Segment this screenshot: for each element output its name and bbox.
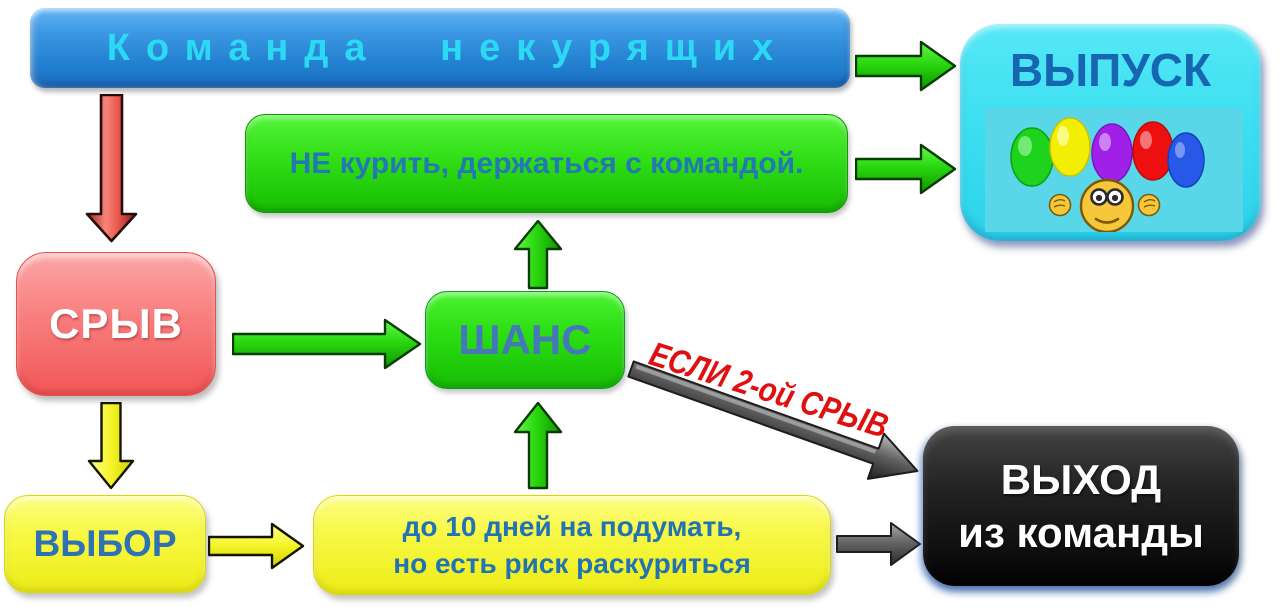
arrow-choice-to-think bbox=[208, 522, 305, 570]
exit-box-line2: из команды bbox=[958, 509, 1204, 556]
balloons-smiley-icon bbox=[1010, 117, 1205, 234]
think-box-line2: но есть риск раскуриться bbox=[393, 548, 751, 579]
think-box: до 10 дней на подумать, но есть риск рас… bbox=[313, 495, 831, 595]
balloon-purple-icon bbox=[1091, 123, 1133, 183]
arrow-think-to-exit bbox=[836, 522, 921, 566]
balloon-red-icon bbox=[1132, 121, 1174, 181]
arrow-relapse-to-chance bbox=[232, 318, 422, 370]
arrow-team-to-graduation bbox=[855, 40, 957, 92]
exit-box-line1: ВЫХОД bbox=[1000, 456, 1162, 503]
arrow-chance-to-rule bbox=[513, 220, 563, 290]
rule-box-label: НЕ курить, держаться с командой. bbox=[289, 146, 804, 180]
balloon-yellow-icon bbox=[1049, 117, 1091, 177]
arrow-rule-to-graduation bbox=[855, 143, 957, 195]
arrow-think-to-chance bbox=[513, 402, 563, 490]
relapse-box-label: СРЫВ bbox=[49, 300, 183, 347]
choice-box-label: ВЫБОР bbox=[33, 523, 177, 564]
applause-smiley-icon bbox=[1048, 178, 1161, 234]
chance-box: ШАНС bbox=[425, 291, 625, 389]
arrow-chance-to-exit bbox=[627, 360, 919, 480]
graduation-box: ВЫПУСК bbox=[960, 24, 1261, 241]
exit-box: ВЫХОД из команды bbox=[923, 426, 1239, 586]
choice-box: ВЫБОР bbox=[4, 495, 206, 593]
balloon-green-icon bbox=[1010, 127, 1054, 187]
arrow-team-to-relapse bbox=[85, 94, 138, 243]
graduation-box-label: ВЫПУСК bbox=[1009, 44, 1212, 96]
celebration-picture bbox=[985, 108, 1243, 234]
team-box: Команда некурящих bbox=[30, 8, 850, 88]
relapse-box: СРЫВ bbox=[16, 252, 216, 396]
think-box-line1: до 10 дней на подумать, bbox=[402, 511, 742, 542]
team-box-label: Команда некурящих bbox=[106, 26, 790, 69]
balloon-blue-icon bbox=[1167, 132, 1205, 188]
rule-box: НЕ курить, держаться с командой. bbox=[245, 114, 848, 213]
arrow-relapse-to-choice bbox=[87, 402, 135, 490]
chance-box-label: ШАНС bbox=[458, 316, 592, 363]
